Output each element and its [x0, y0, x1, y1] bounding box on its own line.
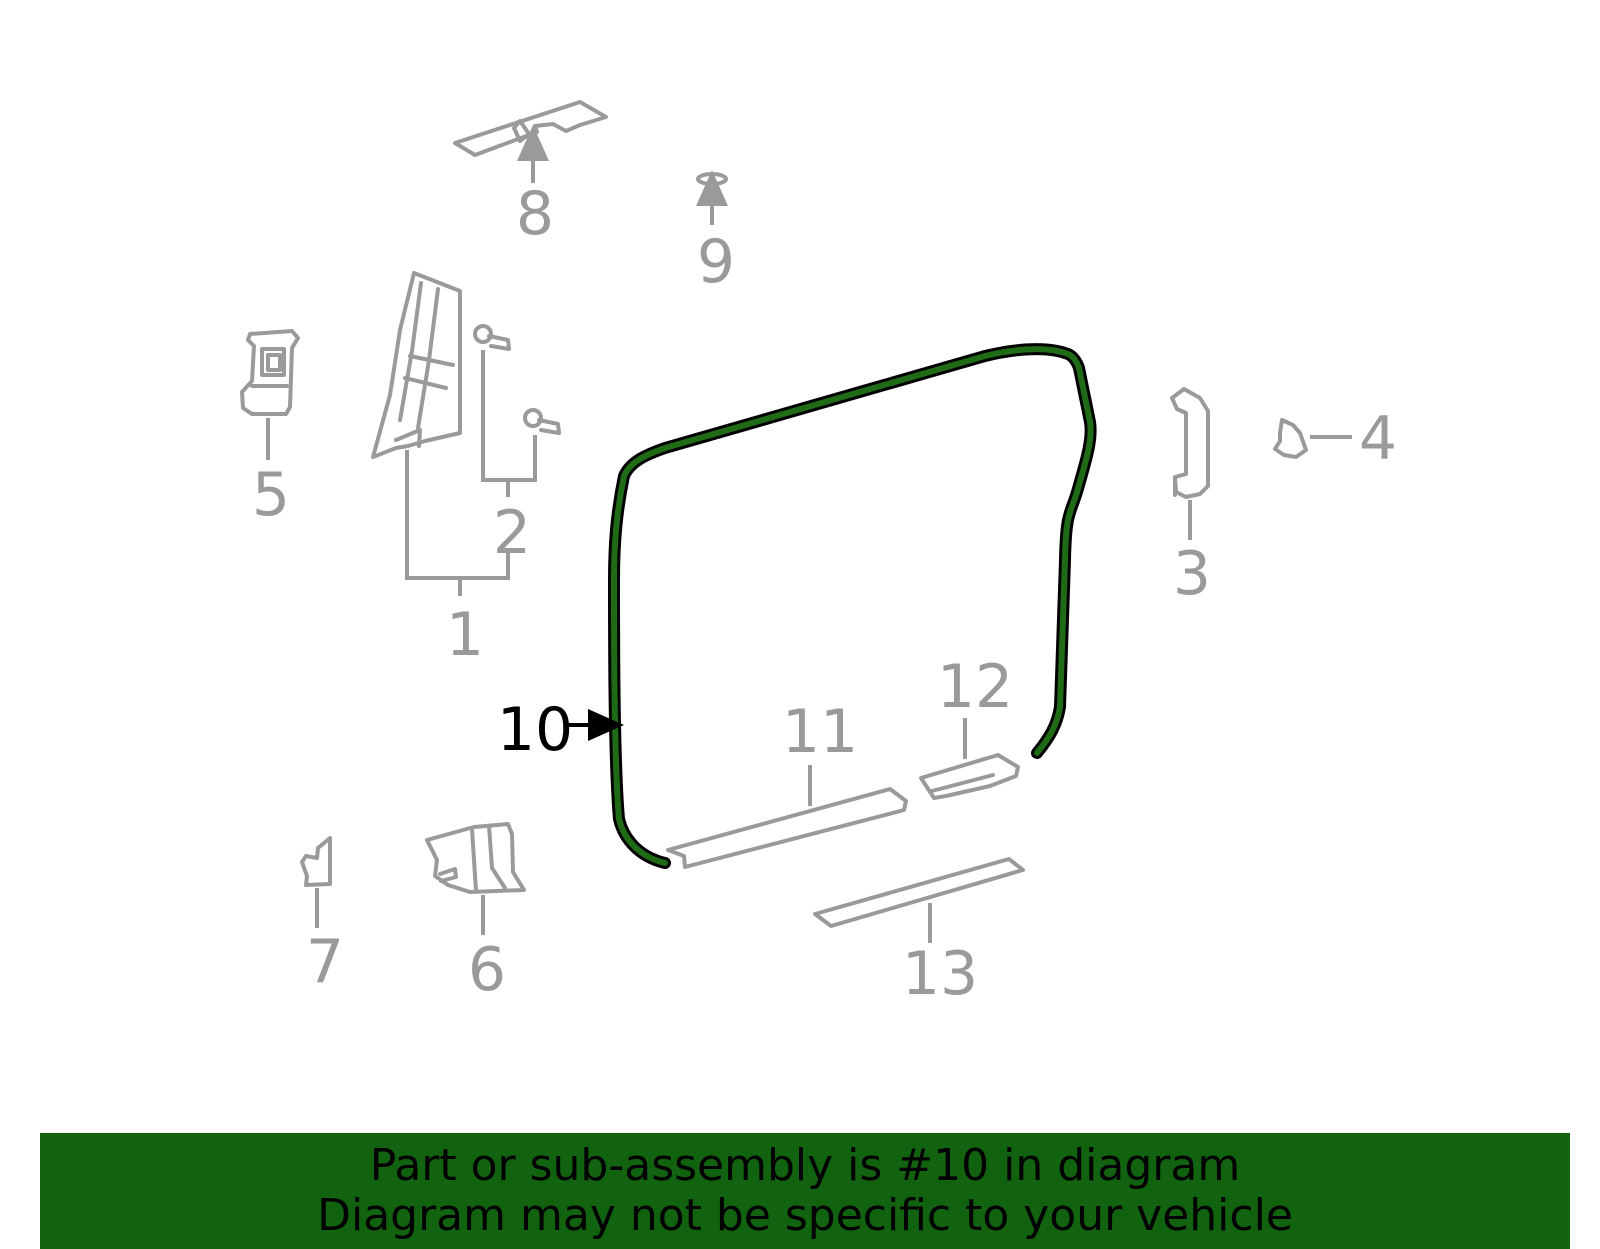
callout-4: 4	[1359, 404, 1397, 474]
callout-7: 7	[306, 927, 344, 997]
part-12-end-piece	[919, 718, 1020, 800]
info-banner: Part or sub-assembly is #10 in diagram D…	[40, 1133, 1570, 1249]
callout-6: 6	[468, 935, 506, 1005]
banner-line-2: Diagram may not be specific to your vehi…	[317, 1190, 1293, 1241]
callout-9: 9	[697, 227, 735, 297]
part-1-pillar-trim	[371, 271, 510, 596]
callout-13: 13	[902, 939, 978, 1009]
callout-1: 1	[446, 600, 484, 670]
part-2-screws	[473, 324, 561, 497]
callout-2: 2	[493, 498, 531, 568]
callout-10: 10	[497, 695, 573, 765]
banner-line-1: Part or sub-assembly is #10 in diagram	[369, 1140, 1241, 1191]
part-8-roof-trim	[453, 100, 608, 183]
callout-12: 12	[937, 652, 1013, 722]
part-10-weatherstrip[interactable]	[566, 343, 1097, 869]
part-4-clip	[1273, 418, 1352, 459]
part-5-bracket	[240, 329, 300, 460]
part-9-clip	[696, 170, 728, 225]
part-13-sill-trim	[813, 857, 1025, 943]
callout-5: 5	[252, 460, 290, 530]
part-11-scuff-plate	[666, 765, 908, 869]
part-6-lower-trim	[425, 822, 526, 935]
part-7-small-bracket	[300, 836, 332, 928]
part-3-grab-handle	[1170, 387, 1210, 540]
callout-11: 11	[782, 697, 858, 767]
callout-3: 3	[1173, 539, 1211, 609]
callout-8: 8	[516, 179, 554, 249]
